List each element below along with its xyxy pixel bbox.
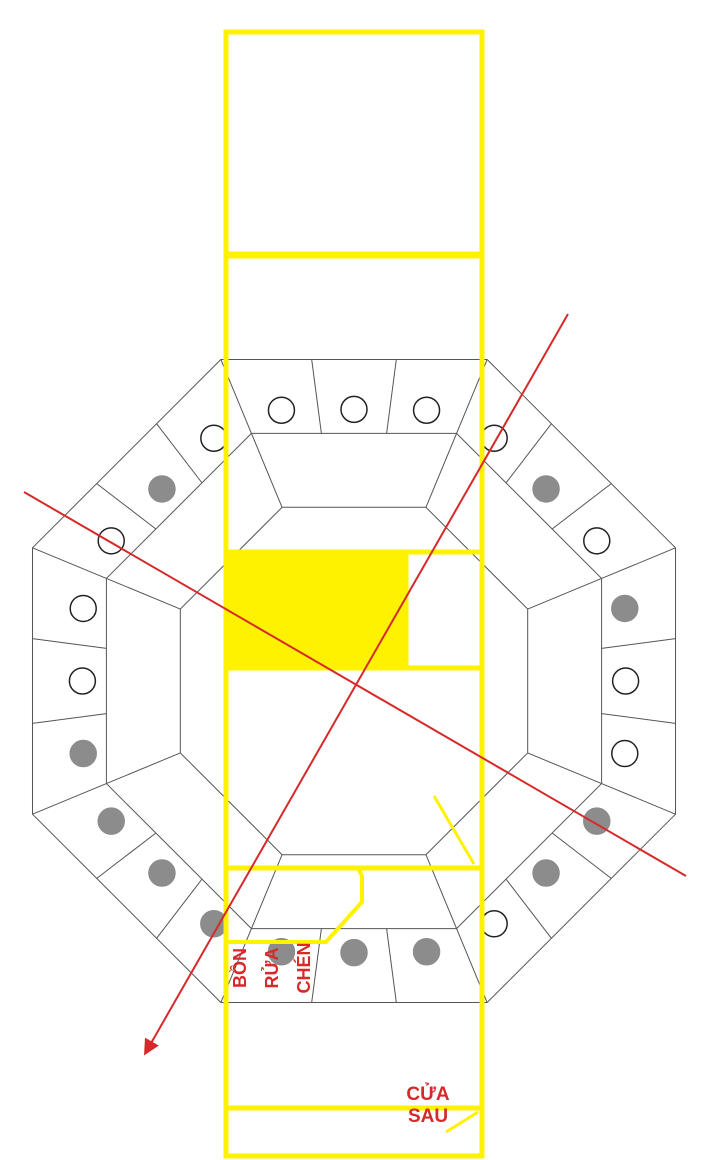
filled-dot-marker bbox=[412, 938, 441, 966]
open-dot-marker bbox=[69, 594, 97, 623]
filled-dot-marker bbox=[611, 594, 639, 623]
open-dot-marker bbox=[412, 396, 441, 424]
mountain-ring bbox=[31, 358, 677, 1004]
open-dot-marker bbox=[97, 527, 125, 555]
mountain-divider bbox=[505, 423, 552, 484]
filled-dot-marker bbox=[532, 859, 560, 887]
filled-dot-marker bbox=[340, 938, 368, 967]
filled-dot-marker bbox=[532, 475, 560, 503]
open-dot-marker bbox=[267, 396, 296, 424]
open-dot-marker bbox=[611, 739, 639, 768]
mountain-divider bbox=[96, 483, 157, 530]
staircase-block bbox=[226, 552, 406, 668]
house-body-outline bbox=[223, 253, 485, 1159]
open-dot-marker bbox=[583, 527, 611, 555]
trigram-divider bbox=[527, 577, 602, 610]
back-door-swing bbox=[445, 1110, 479, 1134]
open-dot-marker bbox=[340, 395, 368, 424]
filled-dot-marker bbox=[148, 859, 176, 887]
mountain-divider bbox=[32, 783, 107, 815]
mountain-divider bbox=[156, 878, 203, 939]
mountain-divider bbox=[32, 713, 107, 724]
filled-dot-marker bbox=[267, 938, 296, 966]
mountain-divider bbox=[601, 713, 676, 724]
open-dot-marker bbox=[611, 667, 640, 695]
trigram-divider bbox=[250, 433, 283, 508]
direction-lines bbox=[23, 313, 687, 1056]
toilet-wall bbox=[226, 867, 364, 944]
mountain-divider bbox=[601, 547, 676, 579]
mountain-divider bbox=[551, 483, 612, 530]
trigram-divider bbox=[527, 752, 602, 785]
filled-dot-marker bbox=[69, 739, 97, 768]
mountain-divider bbox=[551, 832, 612, 879]
wall-line bbox=[432, 795, 476, 865]
open-dot-marker bbox=[68, 667, 97, 695]
mountain-divider bbox=[601, 638, 676, 649]
trigram-divider bbox=[106, 752, 181, 785]
open-dot-marker bbox=[200, 424, 228, 452]
mountain-divider bbox=[32, 638, 107, 649]
mountain-divider bbox=[386, 928, 397, 1003]
mountain-divider bbox=[505, 878, 552, 939]
mountain-divider bbox=[32, 547, 107, 579]
bagua-compass bbox=[31, 358, 677, 1004]
mountain-divider bbox=[386, 359, 397, 434]
front-yard-outline bbox=[223, 29, 485, 257]
facing-arrow-line bbox=[144, 313, 569, 1056]
outer-octagon bbox=[31, 358, 677, 1004]
mountain-divider bbox=[601, 783, 676, 815]
mountain-divider bbox=[311, 359, 322, 434]
trigram-divider bbox=[106, 577, 181, 610]
open-dot-marker bbox=[480, 910, 508, 938]
trigram-divider bbox=[425, 433, 458, 508]
mountain-divider bbox=[96, 832, 157, 879]
axis-line bbox=[23, 491, 687, 877]
filled-dot-marker bbox=[97, 807, 125, 835]
mountain-divider bbox=[156, 423, 203, 484]
filled-dot-marker bbox=[148, 475, 176, 503]
